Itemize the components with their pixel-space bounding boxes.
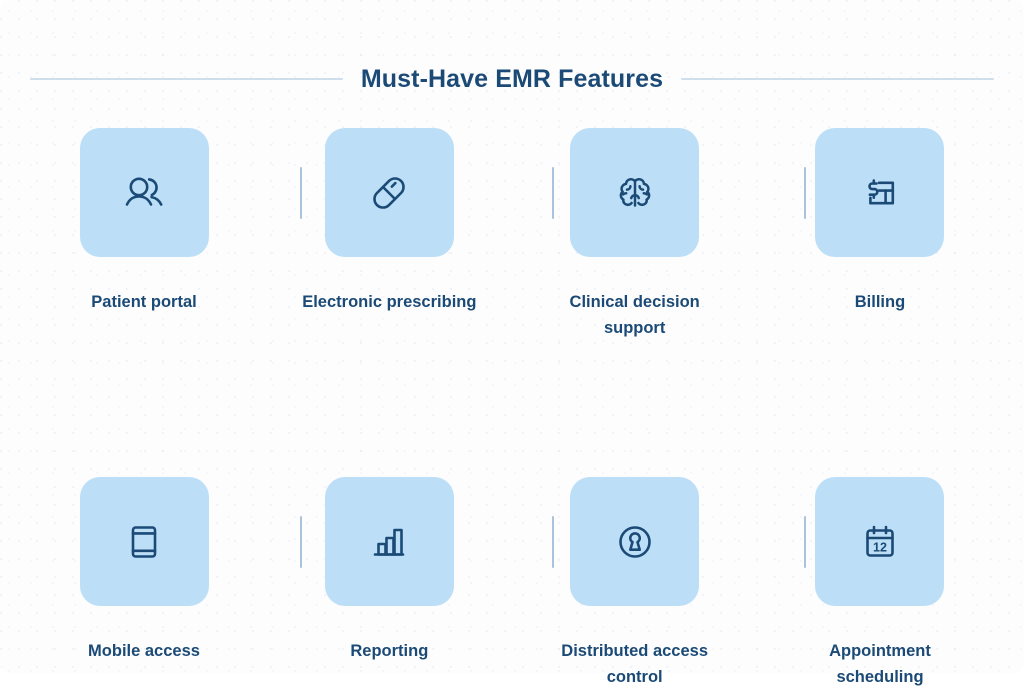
- cell-divider: [300, 516, 302, 569]
- feature-icon-tile: [570, 128, 700, 257]
- feature-card-reporting[interactable]: Reporting: [289, 477, 489, 665]
- feature-icon-tile: [79, 477, 209, 607]
- cell-divider: [552, 167, 554, 219]
- title-rule-left: [30, 78, 343, 80]
- page-title: Must-Have EMR Features: [360, 64, 664, 93]
- brain-icon: [608, 166, 662, 220]
- tablet-device-icon: [117, 515, 171, 569]
- two-people-icon: [117, 166, 171, 220]
- feature-icon-tile: [324, 477, 454, 607]
- feature-card-appointment-scheduling[interactable]: 12 Appointment scheduling: [780, 477, 980, 690]
- calendar-12-icon: 12: [853, 515, 907, 569]
- dollar-invoice-icon: [853, 166, 907, 220]
- bar-chart-icon: [362, 515, 416, 569]
- feature-card-billing[interactable]: Billing: [780, 128, 980, 316]
- cell-divider: [552, 516, 554, 569]
- feature-icon-tile: [324, 128, 454, 257]
- cell-divider: [300, 167, 302, 219]
- feature-label: Distributed access control: [561, 642, 709, 686]
- feature-label: Clinical decision support: [569, 293, 700, 337]
- feature-label: Patient portal: [91, 293, 197, 311]
- pill-capsule-icon: [362, 166, 416, 220]
- feature-card-clinical-decision-support[interactable]: Clinical decision support: [535, 128, 735, 341]
- feature-label: Electronic prescribing: [302, 293, 477, 311]
- keyhole-circle-icon: [608, 515, 662, 569]
- feature-icon-tile: [570, 477, 700, 607]
- feature-label: Mobile access: [88, 642, 200, 661]
- feature-label: Appointment scheduling: [829, 642, 931, 686]
- feature-card-mobile-access[interactable]: Mobile access: [44, 477, 244, 665]
- feature-card-patient-portal[interactable]: Patient portal: [44, 128, 244, 316]
- feature-icon-tile: [815, 128, 945, 257]
- feature-row-2: Mobile access Reporting: [44, 477, 980, 690]
- cell-divider: [804, 167, 806, 219]
- feature-label: Billing: [854, 293, 906, 311]
- feature-grid: Patient portal Electron: [44, 128, 980, 690]
- feature-icon-tile: [79, 128, 209, 257]
- feature-label: Reporting: [350, 642, 429, 661]
- feature-card-distributed-access-control[interactable]: Distributed access control: [535, 477, 735, 690]
- title-rule-right: [681, 78, 994, 80]
- feature-icon-tile: 12: [815, 477, 945, 607]
- feature-card-electronic-prescribing[interactable]: Electronic prescribing: [289, 128, 489, 316]
- calendar-day-number: 12: [873, 540, 887, 554]
- title-row: Must-Have EMR Features: [30, 62, 994, 96]
- cell-divider: [804, 516, 806, 569]
- feature-row-1: Patient portal Electron: [44, 128, 980, 341]
